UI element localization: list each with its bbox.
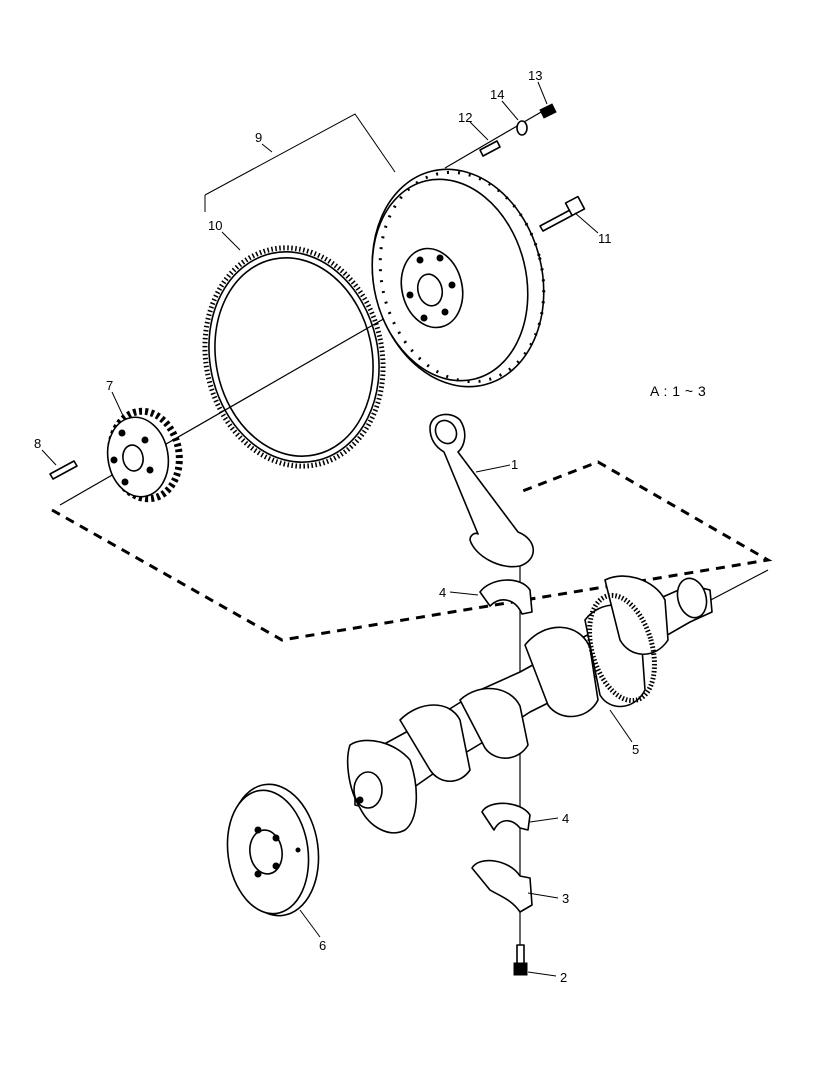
leader-13 (537, 81, 548, 105)
assembly-group-outline (51, 460, 773, 642)
nut (539, 103, 557, 119)
callout-13: 13 (528, 68, 542, 83)
callout-4-upper: 4 (439, 585, 446, 600)
reference-note: A : 1 ~ 3 (650, 383, 706, 399)
lower-bearing-shell (481, 802, 531, 831)
leader-6 (299, 909, 321, 938)
leader-5 (609, 709, 633, 743)
callout-6: 6 (319, 938, 326, 953)
callout-12: 12 (458, 110, 472, 125)
callout-3: 3 (562, 891, 569, 906)
bolt-axis-line (444, 107, 549, 169)
leader-2 (527, 971, 557, 977)
leader-1 (475, 464, 511, 473)
callout-11: 11 (598, 231, 612, 246)
callout-9: 9 (255, 130, 262, 145)
callout-14: 14 (490, 87, 504, 102)
dowel-pin (49, 460, 78, 480)
flywheel-bolt (539, 195, 586, 232)
callout-1: 1 (511, 457, 518, 472)
cap-bolt (513, 944, 528, 976)
leader-10 (221, 231, 241, 251)
crankshaft-axis-line (704, 569, 769, 604)
connecting-rod (429, 413, 535, 568)
leader-4b (529, 817, 559, 823)
callout-5: 5 (632, 742, 639, 757)
callout-8: 8 (34, 436, 41, 451)
upper-bearing-shell (479, 579, 533, 615)
leader-9 (204, 113, 396, 212)
connecting-rod-cap (471, 859, 533, 913)
leader-8 (41, 449, 57, 466)
stud (479, 140, 501, 157)
damper-pulley (226, 783, 320, 917)
timing-gear (106, 407, 183, 503)
leader-14 (501, 100, 519, 121)
washer (516, 120, 528, 136)
callout-7: 7 (106, 378, 113, 393)
leader-12 (469, 121, 489, 141)
leader-11 (574, 212, 599, 234)
flywheel (371, 168, 546, 388)
callout-10: 10 (208, 218, 222, 233)
crankshaft (346, 575, 713, 834)
callout-4-lower: 4 (562, 811, 569, 826)
leader-4a (449, 591, 479, 596)
leader-7 (111, 391, 126, 421)
leader-3 (527, 892, 559, 899)
callout-2: 2 (560, 970, 567, 985)
ring-gear (202, 245, 386, 469)
